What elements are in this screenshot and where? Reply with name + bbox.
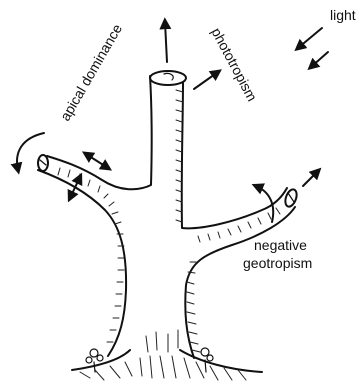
small-flowers — [86, 348, 213, 372]
phototropism-arrow-icon — [194, 72, 218, 89]
left-branch-vertical-arrow-icon — [70, 177, 80, 198]
light-arrow-icon-2 — [311, 52, 328, 67]
light-label: light — [330, 7, 356, 23]
geotropism-label: geotropism — [243, 255, 312, 271]
left-branch-horizontal-arrow-icon — [86, 154, 108, 168]
negative-geotropism-arrow-icon — [256, 186, 273, 222]
negative-label: negative — [254, 237, 307, 253]
arrows — [17, 22, 328, 222]
apical-dominance-label: apical dominance — [57, 21, 125, 124]
leader-growth-arrow-icon — [165, 22, 167, 62]
trunk-left-edge — [47, 76, 152, 189]
left-branch-lower-edge — [38, 170, 126, 356]
labels: light apical dominance phototropism nega… — [57, 7, 356, 271]
tree — [38, 71, 299, 380]
light-arrow-icon-1 — [298, 28, 322, 48]
trunk-right-edge — [182, 82, 287, 228]
rotation-arrow-icon — [17, 133, 44, 170]
phototropism-label: phototropism — [208, 25, 260, 104]
trunk-shading — [58, 90, 280, 352]
right-branch-arrow-icon — [303, 171, 318, 186]
